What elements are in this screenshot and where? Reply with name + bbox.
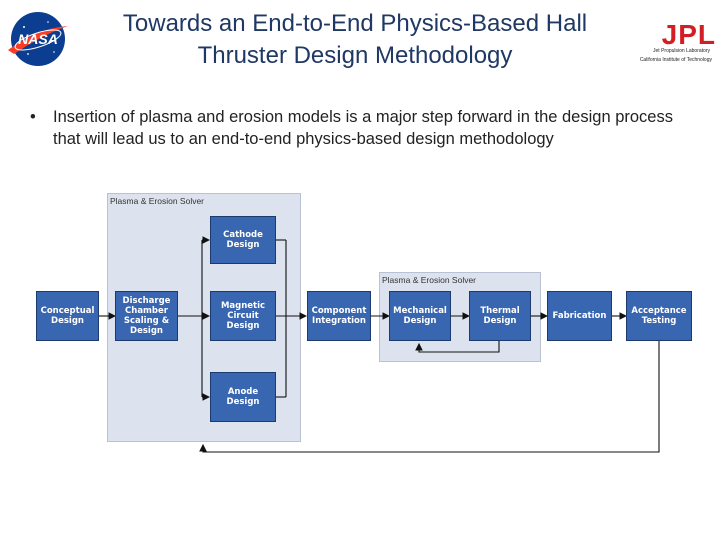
jpl-logo: JPL Jet Propulsion Laboratory California…: [622, 20, 716, 68]
component-integration-box: Component Integration: [307, 291, 371, 341]
conceptual-design-box: Conceptual Design: [36, 291, 99, 341]
jpl-logo-text: JPL: [661, 19, 716, 50]
bullet-text: Insertion of plasma and erosion models i…: [53, 108, 673, 148]
nasa-logo: NASA: [4, 10, 72, 68]
anode-design-box: Anode Design: [210, 372, 276, 422]
page-title: Towards an End-to-End Physics-Based Hall…: [122, 10, 588, 69]
bullet-marker: •: [30, 108, 36, 126]
solver-region-right-label: Plasma & Erosion Solver: [382, 275, 477, 285]
thermal-design-box: Thermal Design: [469, 291, 531, 341]
fabrication-box: Fabrication: [547, 291, 612, 341]
link-thermal-feedback: [415, 341, 500, 353]
jpl-institute-name: California Institute of Technology: [639, 57, 712, 63]
mechanical-design-box: Mechanical Design: [389, 291, 451, 341]
cathode-design-box: Cathode Design: [210, 216, 276, 264]
nasa-logo-text: NASA: [18, 31, 58, 47]
solver-region-left-label: Plasma & Erosion Solver: [110, 196, 205, 206]
magnetic-circuit-box: Magnetic Circuit Design: [210, 291, 276, 341]
jpl-lab-name: Jet Propulsion Laboratory: [653, 48, 710, 54]
link-acceptance-feedback: [199, 341, 660, 453]
acceptance-testing-box: Acceptance Testing: [626, 291, 692, 341]
discharge-chamber-box: Discharge Chamber Scaling & Design: [115, 291, 178, 341]
